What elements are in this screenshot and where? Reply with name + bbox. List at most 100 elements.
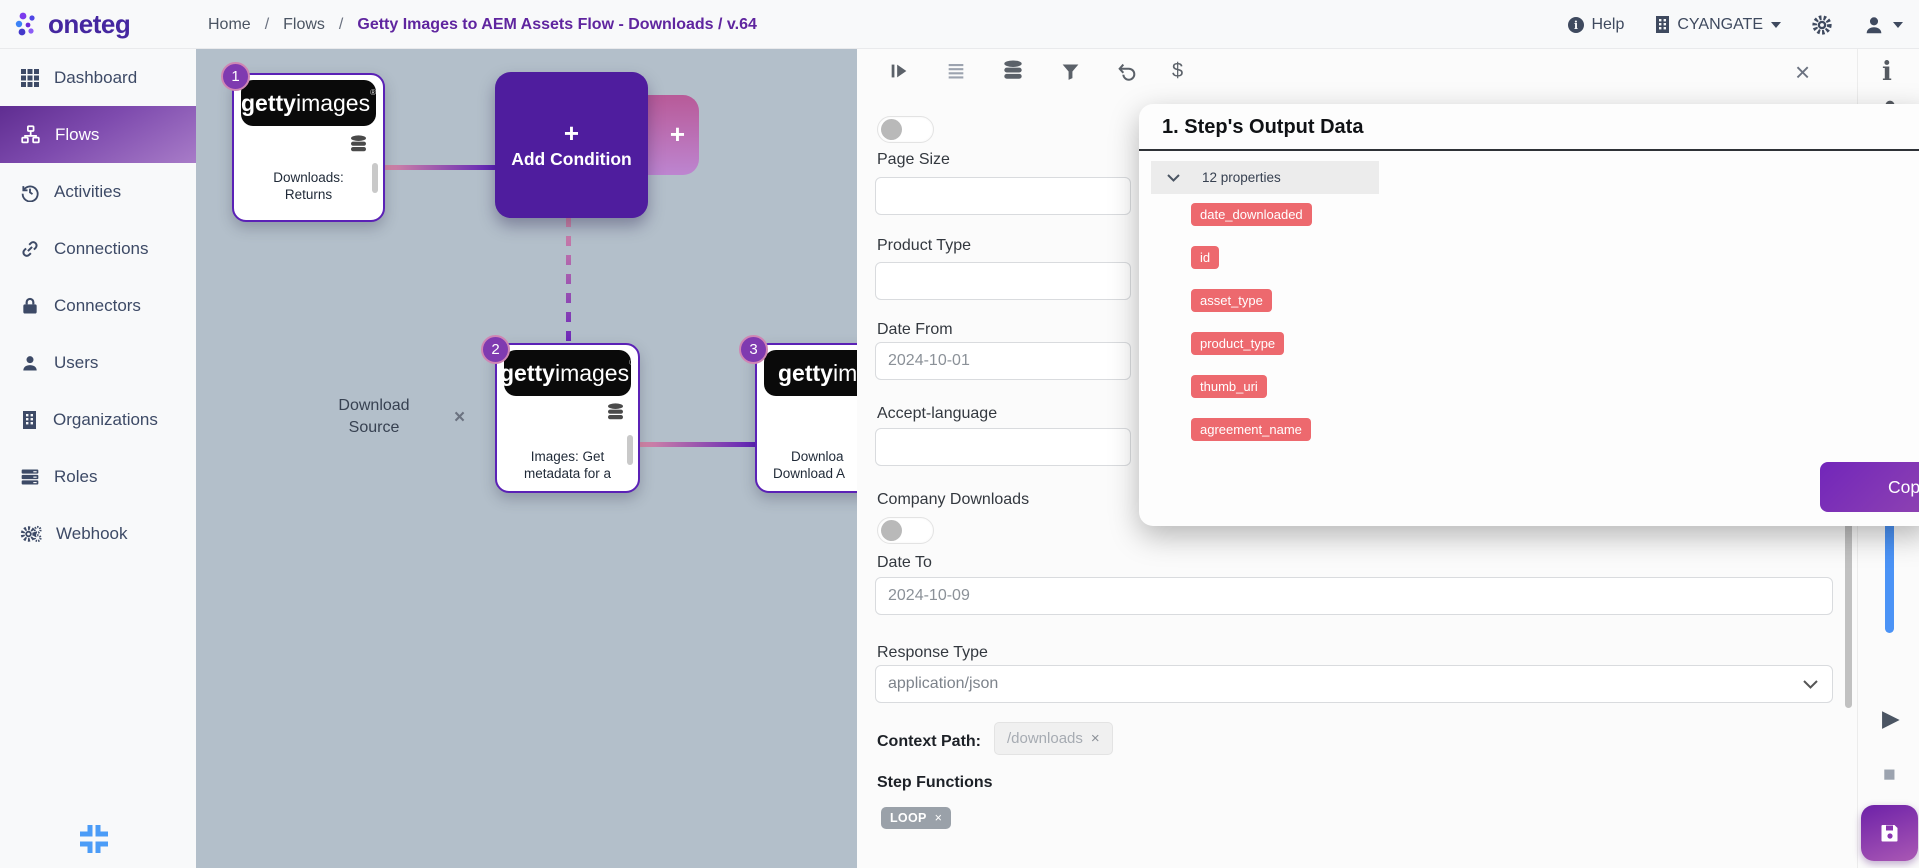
page-size-input[interactable] (875, 177, 1131, 215)
dashboard-grid-icon (21, 68, 39, 87)
svg-text:i: i (1574, 19, 1578, 32)
property-chip[interactable]: thumb_uri (1191, 375, 1267, 398)
node-label: Downloa Download A (773, 449, 846, 481)
collapse-icon (80, 825, 108, 853)
breadcrumb-home[interactable]: Home (208, 15, 251, 33)
lock-icon (23, 297, 37, 313)
info-icon[interactable]: i (1882, 57, 1892, 87)
sidebar-item-organizations[interactable]: Organizations (0, 391, 196, 448)
node-drag-handle[interactable] (627, 435, 633, 465)
copy-as-json-button[interactable]: Copy as J (1820, 462, 1919, 512)
gear-icon (1812, 14, 1832, 35)
sidebar-item-connectors[interactable]: Connectors (0, 277, 196, 334)
remove-chip-icon[interactable]: × (934, 811, 943, 825)
context-path-chip[interactable]: /downloads × (994, 722, 1113, 755)
date-to-input[interactable] (875, 577, 1833, 615)
filter-icon[interactable] (1058, 59, 1082, 83)
step-number-badge: 1 (221, 62, 250, 91)
settings-button[interactable] (1811, 14, 1833, 36)
company-downloads-label: Company Downloads (877, 491, 1030, 508)
save-flow-button[interactable] (1861, 805, 1918, 861)
organization-menu[interactable]: CYANGATE (1654, 15, 1781, 34)
toggle-knob (881, 520, 902, 541)
sidebar-item-dashboard[interactable]: Dashboard (0, 49, 196, 106)
user-menu[interactable] (1863, 14, 1903, 36)
organization-name: CYANGATE (1677, 15, 1763, 33)
rail-scrollbar[interactable] (1885, 518, 1894, 633)
oneteg-logo-icon (15, 12, 35, 35)
sidebar-nav: Dashboard Flows Activities (0, 49, 196, 868)
product-type-input[interactable] (875, 262, 1131, 300)
drawer-title: 1. Step's Output Data (1162, 116, 1364, 138)
property-chip[interactable]: asset_type (1191, 289, 1272, 312)
context-path-label: Context Path: (877, 733, 981, 750)
edge-node1-to-condition (383, 165, 497, 170)
remove-chip-icon[interactable]: × (1090, 730, 1100, 747)
dollar-icon[interactable]: $ (1172, 59, 1184, 82)
brand-logo[interactable]: oneteg (14, 9, 131, 40)
save-floppy-icon (1881, 825, 1897, 842)
properties-group-toggle[interactable]: 12 properties (1151, 161, 1379, 194)
company-downloads-toggle[interactable] (877, 517, 934, 544)
close-panel-button[interactable]: × (1795, 57, 1811, 87)
chevron-down-icon (1167, 173, 1180, 182)
building-icon (1656, 16, 1670, 33)
property-chip[interactable]: agreement_name (1191, 418, 1311, 441)
database-icon (608, 403, 623, 420)
stop-flow-button[interactable]: ■ (1883, 763, 1896, 786)
breadcrumb-flows[interactable]: Flows (283, 15, 325, 33)
list-icon[interactable] (944, 59, 968, 83)
sidebar-item-users[interactable]: Users (0, 334, 196, 391)
node-drag-handle[interactable] (372, 163, 378, 193)
sidebar-item-connections[interactable]: Connections (0, 220, 196, 277)
panel-scrollbar[interactable] (1845, 518, 1852, 708)
accept-language-input[interactable] (875, 428, 1131, 466)
undo-icon[interactable] (1115, 59, 1139, 83)
property-chip[interactable]: date_downloaded (1191, 203, 1312, 226)
node-label: Images: Get metadata for a (523, 449, 612, 481)
step-output-drawer: 1. Step's Output Data 12 properties date… (1139, 104, 1919, 526)
link-icon (22, 240, 38, 257)
property-chip[interactable]: product_type (1191, 332, 1285, 355)
sidebar-item-label: Organizations (53, 409, 158, 429)
response-type-select[interactable]: application/json (875, 665, 1833, 703)
database-icon[interactable] (1001, 59, 1025, 83)
remove-edge-button[interactable]: × (454, 407, 466, 428)
sidebar-item-flows[interactable]: Flows (0, 106, 196, 163)
sidebar-item-label: Roles (54, 466, 98, 486)
product-type-label: Product Type (877, 237, 971, 254)
drawer-divider (1139, 149, 1919, 151)
step-number-badge: 3 (739, 335, 768, 364)
chevron-down-icon (1803, 679, 1818, 689)
add-condition-node[interactable]: + Add Condition (495, 72, 648, 218)
unlabeled-toggle[interactable] (877, 116, 934, 143)
sidebar-item-label: Flows (55, 124, 100, 144)
sidebar-item-activities[interactable]: Activities (0, 163, 196, 220)
sidebar-collapse-button[interactable] (72, 817, 116, 861)
sidebar-item-label: Users (54, 352, 99, 372)
step-forward-icon[interactable] (887, 59, 911, 83)
help-button[interactable]: i Help (1567, 16, 1624, 34)
history-icon (21, 185, 39, 202)
chevron-down-icon (1771, 21, 1781, 28)
property-chip[interactable]: id (1191, 246, 1220, 269)
breadcrumb-current-flow: Getty Images to AEM Assets Flow - Downlo… (357, 15, 757, 33)
sidebar-item-webhook[interactable]: Webhook (0, 505, 196, 562)
building-icon (23, 410, 36, 429)
step-function-loop-chip[interactable]: LOOP × (881, 807, 952, 829)
accept-language-label: Accept-language (877, 405, 998, 422)
header-actions: i Help CYANGATE (1567, 0, 1903, 49)
help-label: Help (1591, 15, 1625, 33)
panel-toolbar: $ (887, 59, 1183, 83)
run-flow-button[interactable]: ▶ (1882, 705, 1900, 731)
date-from-input[interactable] (875, 342, 1131, 380)
database-icon (351, 135, 366, 152)
sidebar-item-roles[interactable]: Roles (0, 448, 196, 505)
step-functions-label: Step Functions (877, 774, 993, 791)
